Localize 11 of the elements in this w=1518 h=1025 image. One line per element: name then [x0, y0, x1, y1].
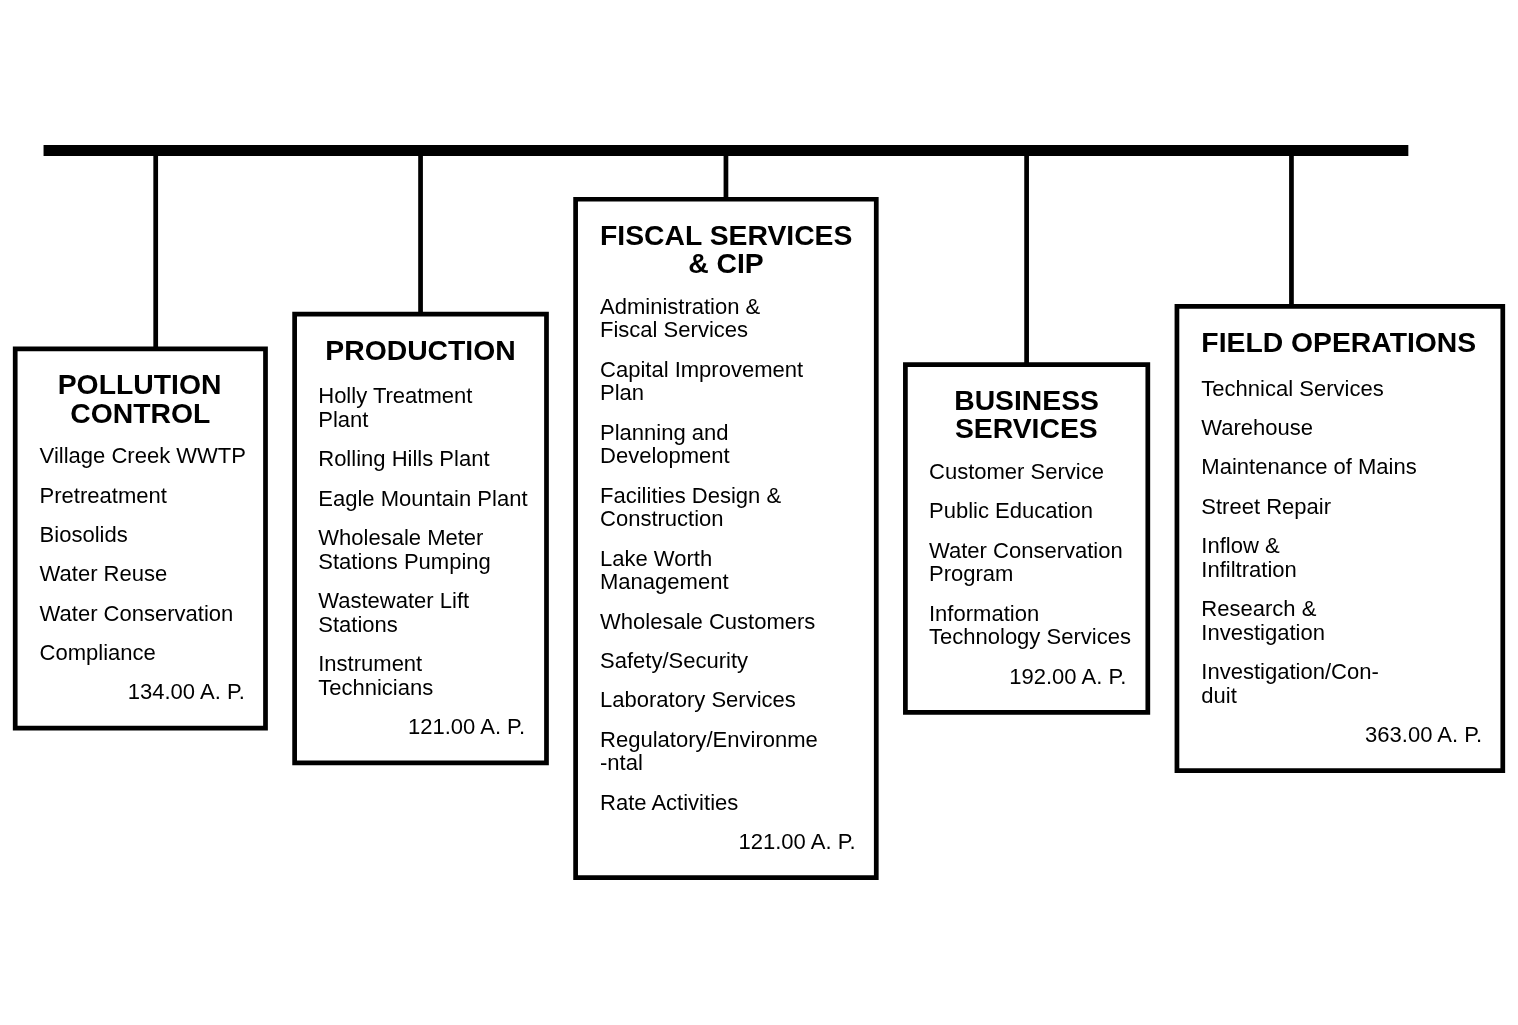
connector	[153, 153, 159, 350]
connector	[723, 153, 729, 199]
connector	[1289, 153, 1294, 306]
connector	[418, 153, 423, 314]
connector	[1024, 154, 1029, 366]
node-box: POLLUTION CONTROL Village Creek WWTP Pretreatment Biosolids Water Reuse Water Conservation Compliance 134.00 A. P.	[12, 346, 268, 731]
node-box: FISCAL SERVICES & CIP Administration & Fiscal Services Capital Improvement Plan Planning and Development Facilities Design & Construction Lake Worth Management Wholesale Customers Safety/Security Laboratory Services Regulatory/Environme-ntal Rate Activities 121.00 A. P.	[573, 196, 879, 881]
node-bar	[43, 144, 1409, 156]
node-box: BUSINESS SERVICES Customer Service Public Education Water Conservation Program Information Technology Services 192.00 A. P.	[903, 362, 1151, 715]
node-box: FIELD OPERATIONS Technical Services Warehouse Maintenance of Mains Street Repair Inflow & Infiltration Research & Investigation Investigation/Con-duit 363.00 A. P.	[1174, 303, 1506, 773]
node-box: PRODUCTION Holly Treatment Plant Rolling Hills Plant Eagle Mountain Plant Wholesale Meter Stations Pumping Wastewater Lift Stations Instrument Technicians 121.00 A. P.	[292, 311, 549, 766]
